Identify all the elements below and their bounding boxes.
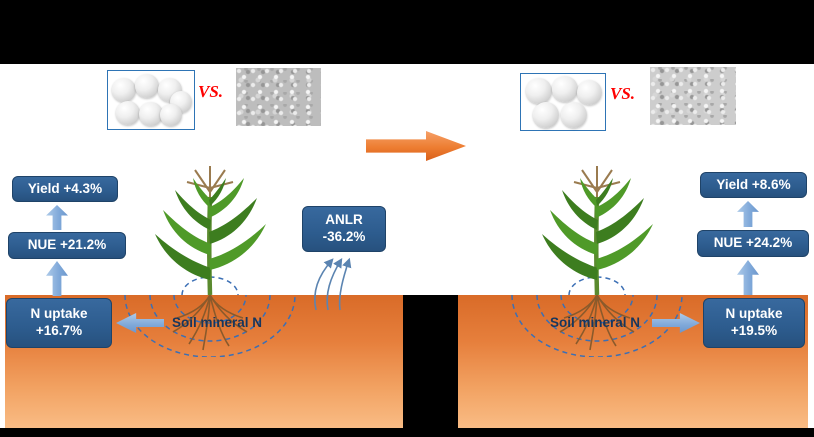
briquette-fertilizer-photo-left: [107, 70, 195, 130]
yield-label-left: Yield +4.3%: [27, 180, 103, 196]
fertilizer-sphere: [160, 104, 182, 126]
fertilizer-sphere: [135, 74, 159, 98]
yield-box-right: Yield +8.6%: [700, 172, 807, 198]
granular-fertilizer-photo-left: [236, 68, 321, 126]
n-uptake-line1-right: N uptake: [725, 306, 783, 322]
granular-fertilizer-photo-right: [650, 67, 736, 125]
n-uptake-box-left: N uptake +16.7%: [6, 298, 112, 348]
nue-box-left: NUE +21.2%: [8, 232, 126, 259]
fertilizer-sphere: [577, 80, 602, 105]
nue-label-right: NUE +24.2%: [713, 235, 793, 251]
anlr-line2-left: -36.2%: [322, 229, 366, 244]
fertilizer-sphere: [533, 102, 559, 128]
fertilizer-sphere: [139, 102, 163, 126]
soil-mineral-n-label-right: Soil mineral N: [550, 315, 641, 330]
fertilizer-sphere: [561, 102, 587, 128]
bottom-band: [0, 428, 814, 437]
n-uptake-line2-right: +19.5%: [730, 323, 778, 338]
fertilizer-sphere: [112, 78, 136, 102]
fertilizer-sphere: [552, 76, 578, 102]
panel-divider: [403, 295, 458, 437]
anlr-line1-left: ANLR: [325, 212, 363, 228]
yield-box-left: Yield +4.3%: [12, 176, 118, 202]
fertilizer-sphere: [116, 101, 140, 125]
n-uptake-box-right: N uptake +19.5%: [703, 298, 805, 348]
nue-label-left: NUE +21.2%: [27, 237, 107, 253]
n-uptake-line1-left: N uptake: [30, 306, 88, 322]
yield-label-right: Yield +8.6%: [716, 176, 791, 192]
vs-label-left: VS.: [198, 82, 224, 101]
briquette-fertilizer-photo-right: [520, 73, 606, 131]
anlr-box-left: ANLR -36.2%: [302, 206, 386, 252]
soil-mineral-n-label-left: Soil mineral N: [172, 315, 263, 330]
ammonia-loss-arrows-icon: [314, 257, 352, 311]
nue-box-right: NUE +24.2%: [697, 230, 809, 257]
fertilizer-sphere: [526, 78, 552, 104]
vs-label-right: VS.: [610, 84, 636, 103]
n-uptake-line2-left: +16.7%: [35, 323, 83, 338]
